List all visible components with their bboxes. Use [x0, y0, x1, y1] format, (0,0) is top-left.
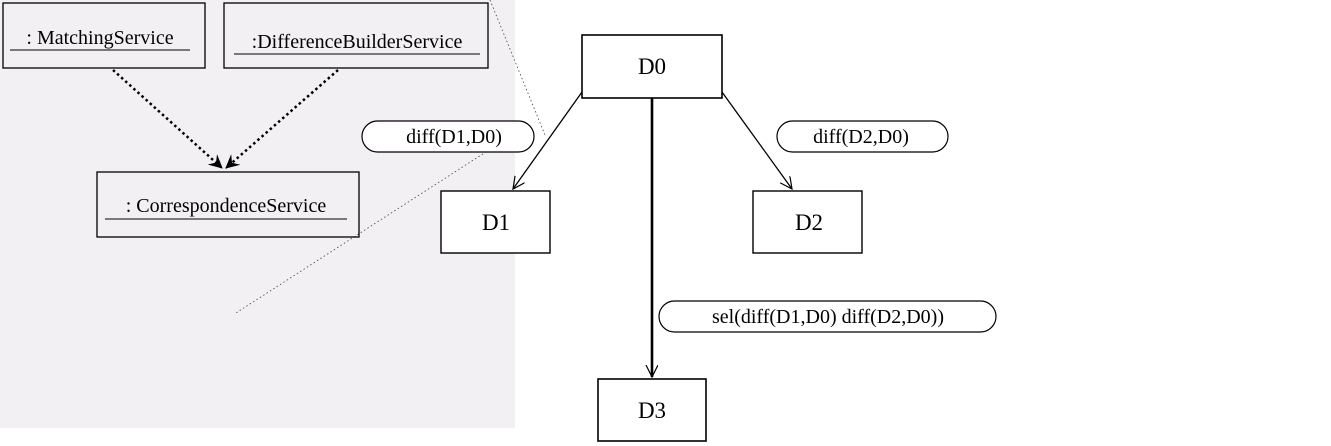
edge-label-d0-d1-text: diff(D1,D0): [406, 126, 502, 148]
edge-label-d0-d3: sel(diff(D1,D0) diff(D2,D0)): [658, 300, 997, 333]
edge-label-d0-d2-text: diff(D2,D0): [813, 126, 909, 148]
difference-builder-service-label: :DifferenceBuilderService: [252, 31, 463, 53]
edge-label-d0-d1: diff(D1,D0): [361, 120, 535, 153]
zoom-connector-bottom: [235, 129, 521, 314]
edge-label-d0-d2: diff(D2,D0): [776, 120, 949, 153]
node-d1: D1: [440, 190, 551, 254]
correspondence-service-box: : CorrespondenceService: [96, 171, 360, 238]
correspondence-service-label: : CorrespondenceService: [126, 195, 327, 217]
edge-d0-d1: [513, 91, 583, 189]
services-panel: [0, 0, 515, 428]
node-d2-label: D2: [795, 210, 823, 235]
node-d2: D2: [752, 190, 863, 254]
edge-label-d0-d3-text: sel(diff(D1,D0) diff(D2,D0)): [712, 306, 944, 328]
zoom-connector-top: [489, 0, 546, 136]
matching-service-box: : MatchingService: [2, 2, 206, 69]
matching-service-label: : MatchingService: [26, 27, 173, 49]
edge-d0-d2: [721, 91, 792, 189]
difference-builder-service-box: :DifferenceBuilderService: [223, 2, 489, 69]
node-d0: D0: [581, 34, 723, 99]
node-d0-label: D0: [638, 54, 666, 79]
matching-to-correspondence-arrow: [112, 69, 223, 169]
node-d1-label: D1: [482, 210, 510, 235]
node-d3-label: D3: [638, 398, 666, 423]
node-d3: D3: [597, 378, 707, 442]
